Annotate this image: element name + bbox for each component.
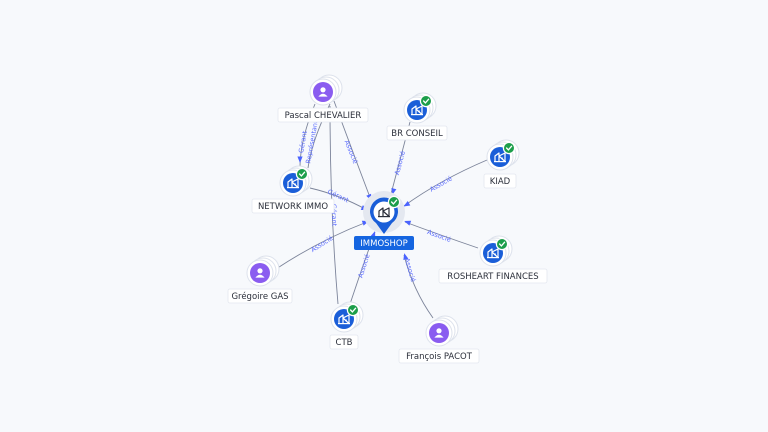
edge-arrow: [403, 200, 411, 207]
verified-check-icon: [346, 303, 360, 317]
node-kiad[interactable]: KIAD: [483, 139, 520, 189]
edge-line: [404, 221, 479, 249]
verified-check-icon: [387, 195, 401, 209]
node-francois[interactable]: François PACOT: [398, 315, 480, 364]
node-label: Grégoire GAS: [231, 291, 288, 302]
node-pascal[interactable]: Pascal CHEVALIER: [277, 74, 369, 123]
building-icon: [338, 314, 350, 325]
nodes-layer: Pascal CHEVALIER BR CONSEIL KIAD NETWORK IM…: [227, 74, 548, 364]
node-rosheart[interactable]: ROSHEART FINANCES: [438, 235, 548, 284]
edge-label: Associé: [356, 253, 371, 279]
edge-label: Associé: [343, 139, 360, 165]
node-brconseil[interactable]: BR CONSEIL: [386, 92, 448, 141]
verified-check-icon: [419, 94, 433, 108]
person-icon: [255, 268, 265, 278]
edge-line: [403, 254, 434, 319]
building-icon: [494, 152, 506, 163]
node-label: ROSHEART FINANCES: [447, 272, 538, 282]
edge-label: Gérant: [330, 204, 339, 227]
edge-arrow: [403, 253, 409, 261]
edge-rosheart-center: Associé: [404, 220, 479, 249]
edge-kiad-center: Associé: [403, 159, 488, 207]
verified-check-icon: [495, 237, 509, 251]
node-ctb[interactable]: CTB: [329, 301, 364, 350]
edge-line: [403, 159, 488, 207]
person-icon: [434, 328, 444, 338]
person-icon: [318, 87, 328, 97]
verified-check-icon: [295, 167, 309, 181]
node-label: CTB: [336, 338, 353, 348]
edge-label: Associé: [403, 257, 417, 283]
edge-arrow: [404, 220, 412, 226]
node-label: KIAD: [490, 177, 511, 187]
node-label: Pascal CHEVALIER: [285, 111, 362, 121]
edge-label: Associé: [309, 234, 334, 254]
node-label: François PACOT: [406, 352, 473, 362]
building-icon: [411, 105, 423, 116]
edge-arrow: [297, 156, 303, 163]
center-label: IMMOSHOP: [360, 239, 407, 249]
edge-line: [275, 221, 368, 270]
building-icon: [378, 207, 390, 218]
edge-label: Associé: [428, 174, 453, 193]
node-network[interactable]: NETWORK IMMO: [251, 165, 335, 214]
verified-check-icon: [502, 141, 516, 155]
building-icon: [287, 178, 299, 189]
node-label: NETWORK IMMO: [258, 202, 328, 212]
node-gregoire[interactable]: Grégoire GAS: [227, 255, 293, 304]
center-label-bg: [354, 236, 414, 250]
center-node[interactable]: IMMOSHOP: [354, 191, 414, 250]
edge-label: Gérant: [297, 130, 309, 154]
edge-francois-center: Associé: [403, 253, 434, 319]
edge-label: Associé: [426, 228, 452, 244]
node-label: BR CONSEIL: [391, 129, 443, 139]
building-icon: [487, 248, 499, 259]
edge-label: Associé: [393, 150, 407, 176]
